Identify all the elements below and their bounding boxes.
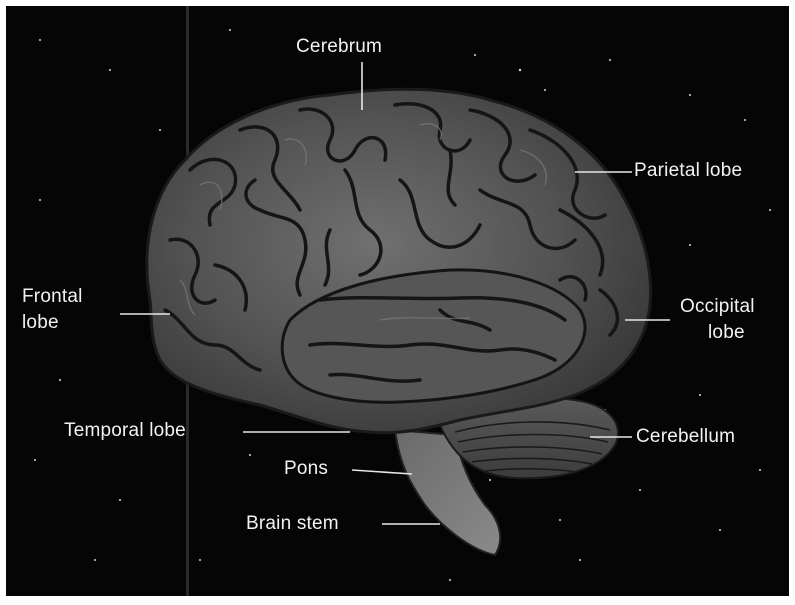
cerebellum-label: Cerebellum (636, 426, 735, 448)
parietal-lobe-label: Parietal lobe (634, 160, 742, 182)
temporal-lobe-label: Temporal lobe (64, 420, 186, 442)
cerebrum-label: Cerebrum (296, 36, 382, 58)
frontal-lobe-label-line1: Frontal (22, 286, 83, 308)
frontal-lobe-label-line2: lobe (22, 312, 59, 334)
occipital-lobe-label-line2: lobe (708, 322, 745, 344)
pons-label: Pons (284, 458, 328, 480)
brain-stem-label: Brain stem (246, 513, 339, 535)
occipital-lobe-label-line1: Occipital (680, 296, 755, 318)
pons-leader (352, 470, 412, 474)
